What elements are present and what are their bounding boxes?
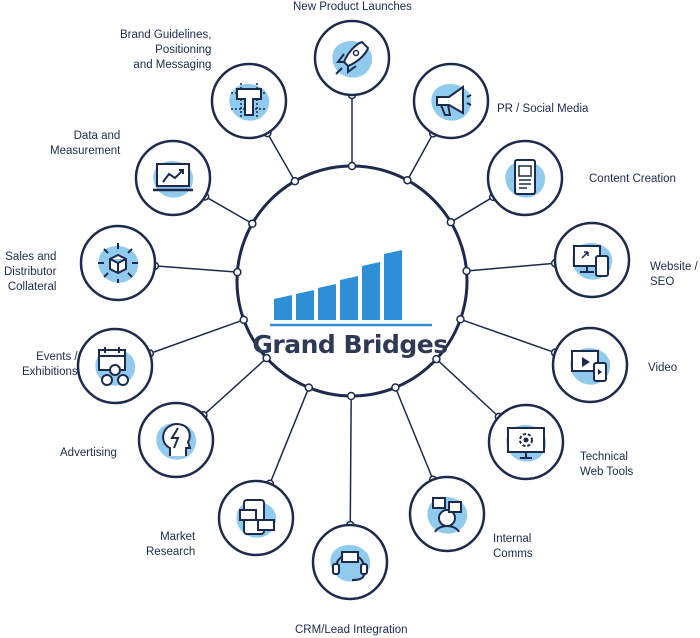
connector-dot: [248, 219, 257, 228]
service-label-brand-guidelines: Brand Guidelines, Positioning and Messag…: [120, 29, 212, 71]
connector-line: [466, 262, 556, 272]
devices-icon: [573, 245, 609, 277]
connector-dot: [347, 161, 357, 171]
connector-dot: [462, 266, 471, 276]
service-label-crm-lead-integration: CRM/Lead Integration: [295, 624, 408, 636]
connector-line: [406, 133, 434, 181]
tablet-layout-icon: [514, 159, 536, 195]
connector-dot: [346, 391, 356, 401]
service-node-new-product-launches: [313, 19, 391, 97]
team-chat-icon: [432, 497, 462, 533]
service-label-events-exhibitions: Events / Exhibitions: [22, 351, 78, 378]
service-label-video: Video: [648, 362, 678, 374]
cube-arrows-icon: [98, 243, 138, 283]
connector-line: [450, 196, 494, 223]
service-node-content-creation: [486, 139, 564, 217]
service-label-pr-social-media: PR / Social Media: [497, 103, 589, 115]
logo-bar: [318, 284, 336, 320]
phone-chat-icon: [239, 499, 275, 535]
connector-line: [202, 357, 268, 416]
service-node-events-exhibitions: [76, 327, 154, 405]
connector-dot: [233, 267, 242, 277]
service-label-internal-comms: Internal Comms: [493, 533, 533, 560]
logo-bar: [296, 290, 314, 320]
connector-dot: [290, 176, 300, 186]
connector-dot: [262, 353, 271, 363]
service-node-technical-web-tools: [487, 403, 565, 481]
connector-line: [204, 195, 253, 225]
service-label-sales-distributor-collateral: Sales and Distributor Collateral: [4, 251, 57, 293]
service-node-advertising: [137, 401, 215, 479]
connector-line: [394, 387, 434, 481]
laptop-chart-icon: [153, 163, 193, 192]
connector-dot: [239, 315, 249, 325]
service-label-market-research: Market Research: [146, 531, 196, 558]
service-node-pr-social-media: [412, 62, 490, 140]
service-label-data-measurement: Data and Measurement: [50, 130, 121, 157]
service-label-website-seo: Website / SEO: [650, 261, 698, 288]
connector-dot: [446, 217, 456, 227]
service-node-website-seo: [553, 221, 631, 299]
service-node-market-research: [217, 479, 295, 557]
brand-logo-bars-icon: [274, 250, 402, 320]
service-node-crm-lead-integration: [311, 523, 389, 601]
service-label-technical-web-tools: Technical Web Tools: [580, 451, 634, 478]
connector-dot: [304, 383, 314, 392]
logo-bar: [362, 262, 380, 320]
connector-dot: [403, 175, 412, 185]
calendar-people-icon: [98, 347, 129, 386]
service-node-internal-comms: [408, 475, 486, 553]
connector-line: [435, 358, 500, 418]
service-node-brand-guidelines: [210, 62, 288, 140]
service-node-sales-distributor-collateral: [79, 224, 157, 302]
headset-chat-icon: [332, 551, 368, 581]
connector-line: [349, 395, 352, 526]
connector-line: [460, 318, 556, 354]
connector-line: [154, 265, 238, 273]
connector-line: [266, 132, 296, 182]
brand-name: Grand Bridges: [252, 330, 448, 359]
connector-dot: [391, 383, 400, 392]
brain-head-icon: [162, 422, 192, 456]
megaphone-icon: [436, 85, 472, 116]
connector-dot: [432, 354, 441, 364]
service-label-new-product-launches: New Product Launches: [293, 1, 412, 13]
connector-lines: [149, 95, 556, 526]
service-label-content-creation: Content Creation: [589, 173, 676, 185]
layout-guides-icon: [231, 83, 267, 119]
service-icons: [76, 19, 631, 601]
rocket-icon: [335, 40, 370, 75]
gear-monitor-icon: [507, 427, 545, 459]
service-label-advertising: Advertising: [60, 447, 117, 459]
logo-bar: [340, 276, 358, 320]
connector-line: [269, 387, 310, 484]
connector-line: [149, 319, 245, 355]
logo-bar: [274, 295, 292, 320]
service-node-data-measurement: [134, 139, 212, 217]
connector-dot: [456, 315, 465, 324]
video-player-icon: [571, 350, 607, 382]
service-node-video: [551, 326, 629, 404]
logo-bar: [384, 250, 402, 320]
